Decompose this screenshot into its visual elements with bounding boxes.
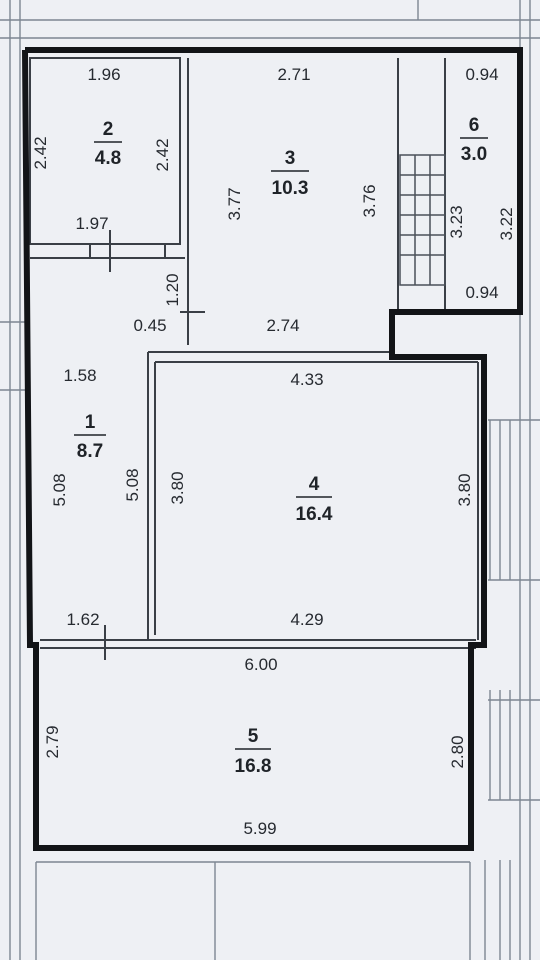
stairs: [399, 154, 446, 286]
room-number: 2: [103, 119, 114, 140]
interior-walls: [29, 57, 479, 660]
dim-r3-left: 3.77: [225, 187, 244, 220]
room-number: 3: [285, 148, 296, 169]
dim-r2-bottom: 1.97: [75, 214, 108, 233]
room-2-label: 2 4.8: [94, 119, 122, 169]
dim-r5-left: 2.79: [43, 725, 62, 758]
dim-r3-right: 3.76: [360, 184, 379, 217]
dim-r4-left: 3.80: [168, 471, 187, 504]
room-number: 4: [309, 474, 320, 495]
room-number: 6: [469, 115, 480, 136]
room-area: 3.0: [461, 144, 487, 165]
dim-r6-right: 3.22: [497, 207, 516, 240]
dim-r2-right: 2.42: [153, 138, 172, 171]
dim-r3-bottom: 2.74: [266, 316, 299, 335]
room-6-label: 6 3.0: [460, 115, 488, 165]
room-number: 1: [85, 412, 96, 433]
dim-r1-bottom: 1.62: [66, 610, 99, 629]
room-area: 4.8: [95, 148, 121, 169]
room-labels: 2 4.8 3 10.3 6 3.0 1 8.7 4 16.4 5 16.8: [74, 115, 488, 777]
dim-r1-left: 5.08: [50, 473, 69, 506]
dim-r4-top: 4.33: [290, 370, 323, 389]
dim-r4-bottom: 4.29: [290, 610, 323, 629]
dim-r4-right: 3.80: [455, 473, 474, 506]
dim-r1-top: 1.58: [63, 366, 96, 385]
dim-r6-left: 3.23: [447, 205, 466, 238]
room-1-label: 1 8.7: [74, 412, 106, 462]
dim-door-gap: 1.20: [163, 273, 182, 306]
dim-r6-top: 0.94: [465, 65, 498, 84]
dimension-labels: 1.96 2.42 2.42 1.97 2.71 3.77 3.76 2.74 …: [31, 65, 516, 838]
dim-r6-bottom: 0.94: [465, 283, 498, 302]
dim-r5-top: 6.00: [244, 655, 277, 674]
room-3-label: 3 10.3: [271, 148, 309, 199]
room-4-label: 4 16.4: [296, 474, 333, 525]
dim-r3-top: 2.71: [277, 65, 310, 84]
dim-r5-right: 2.80: [448, 735, 467, 768]
room-area: 16.8: [235, 756, 272, 777]
room-area: 16.4: [296, 504, 333, 525]
room-area: 8.7: [77, 441, 103, 462]
dim-r2-left: 2.42: [31, 136, 50, 169]
dim-r1-right: 5.08: [123, 468, 142, 501]
dim-r5-bottom: 5.99: [243, 819, 276, 838]
room-number: 5: [248, 726, 259, 747]
dim-r2-top: 1.96: [87, 65, 120, 84]
dim-partition: 0.45: [133, 316, 166, 335]
room-area: 10.3: [272, 178, 309, 199]
room-5-label: 5 16.8: [235, 726, 272, 777]
outer-wall: [22, 47, 523, 851]
